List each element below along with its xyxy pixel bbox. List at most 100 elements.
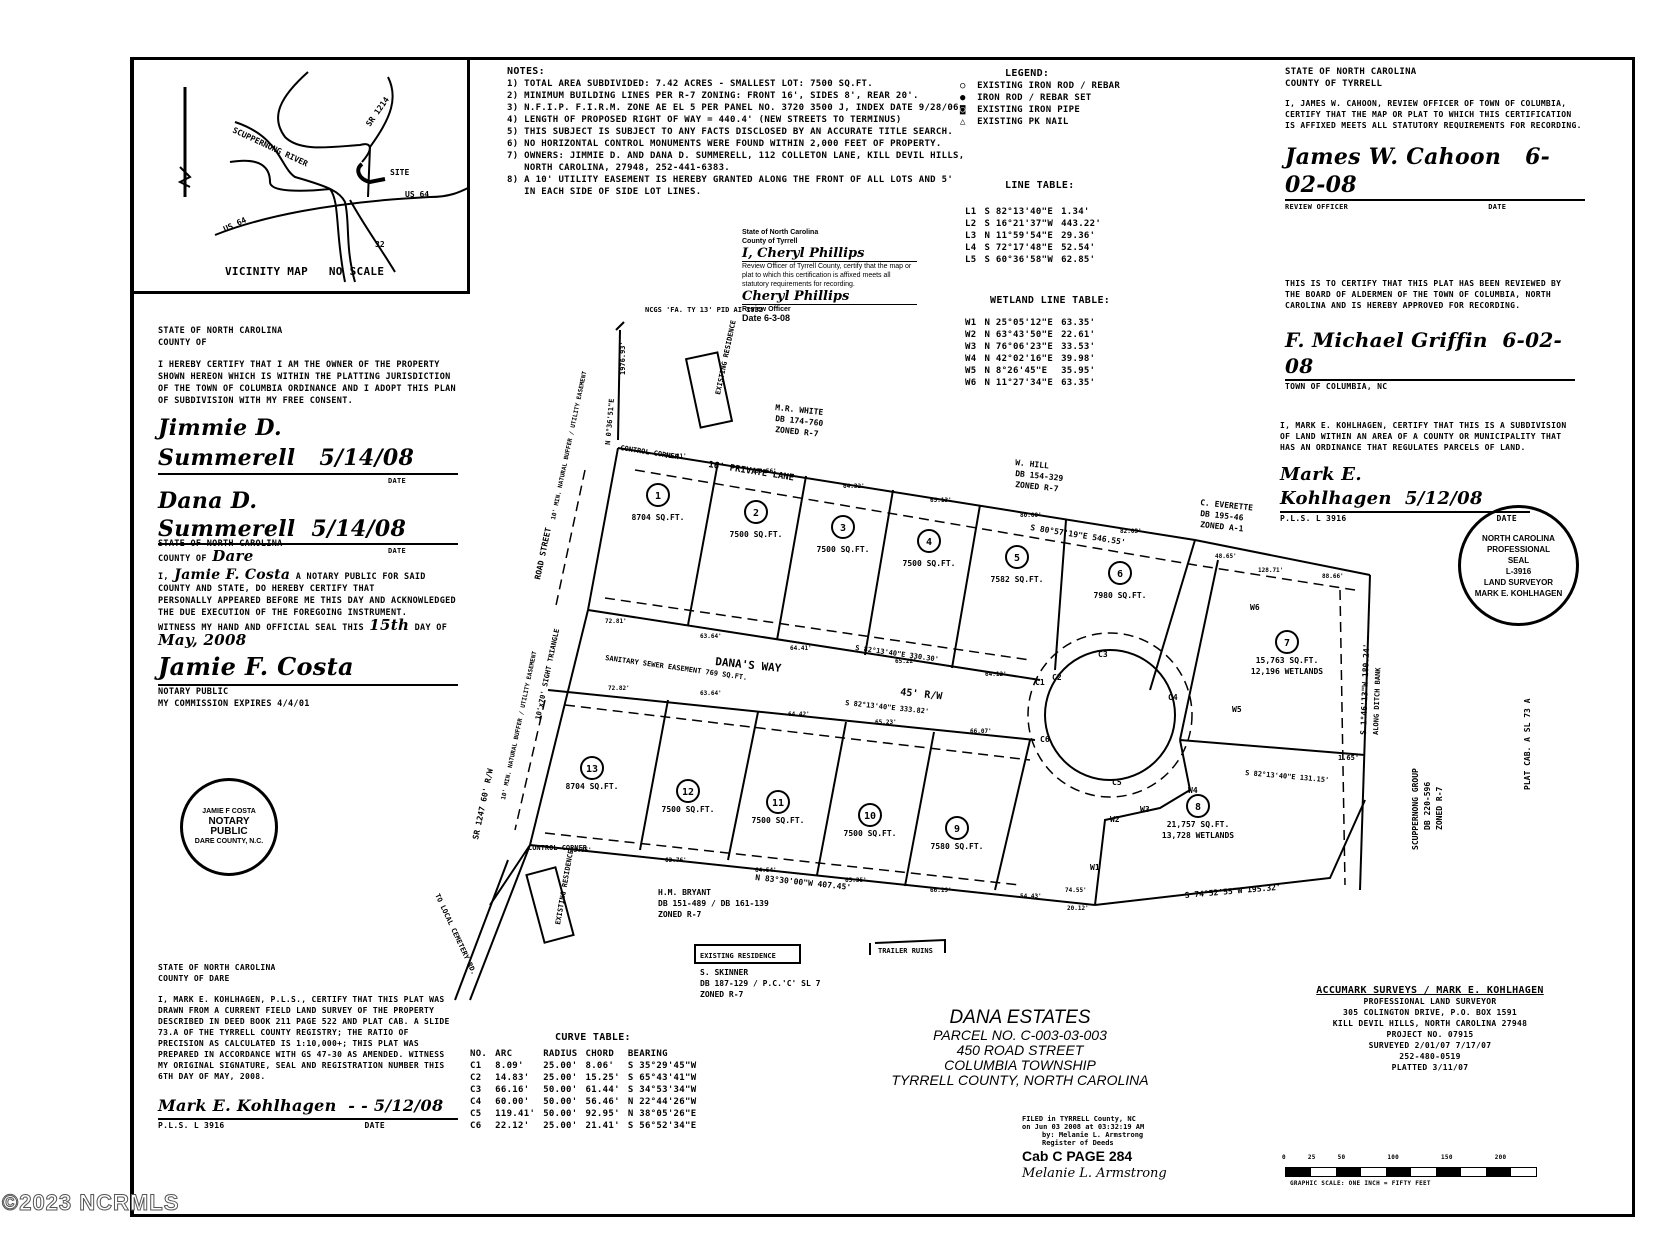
lot-area: 7500 SQ.FT. xyxy=(730,530,783,539)
curve-table-heading: CURVE TABLE: xyxy=(555,1032,631,1043)
svg-text:65.35': 65.35' xyxy=(845,877,867,884)
svg-text:63.56': 63.56' xyxy=(755,468,777,475)
note-item: IN EACH SIDE OF SIDE LOT LINES. xyxy=(507,187,702,197)
review-officer-stamp: State of North Carolina County of Tyrrel… xyxy=(742,228,917,323)
notes-heading: NOTES: xyxy=(507,66,545,77)
svg-text:64.12': 64.12' xyxy=(985,671,1007,678)
surveyor-subdivision-cert: I, MARK E. KOHLHAGEN, CERTIFY THAT THIS … xyxy=(1280,421,1567,523)
structure-label: EXISTING RESIDENCE xyxy=(554,849,575,925)
notary-seal: JAMIE F COSTA NOTARY PUBLIC DARE COUNTY,… xyxy=(180,778,278,876)
svg-text:64.42': 64.42' xyxy=(788,711,810,718)
east-line-note: ALONG DITCH BANK xyxy=(1372,667,1382,735)
notary-signature: Jamie F. Costa xyxy=(158,650,458,686)
svg-text:72.81': 72.81' xyxy=(665,453,687,460)
legend-item: ● IRON ROD / REBAR SET xyxy=(960,93,1092,103)
tie-point-label: NCGS 'FA. TY 13' PID AI 1832 xyxy=(645,306,763,314)
buffer-label: 10' MIN. NATURAL BUFFER / UTILITY EASEME… xyxy=(550,370,588,520)
owner-cert: STATE OF NORTH CAROLINA COUNTY OF I HERE… xyxy=(158,325,458,557)
svg-text:63.64': 63.64' xyxy=(700,633,722,640)
vicinity-map: SCUPPERNONG RIVER SR 1214 SITE US 64 US … xyxy=(130,57,471,294)
lot-area: 8704 SQ.FT. xyxy=(632,513,685,522)
wetland-table-heading: WETLAND LINE TABLE: xyxy=(990,295,1111,306)
sr-label: SR 1247 60' R/W xyxy=(471,768,495,841)
surveyor-signature: Mark E. Kohlhagen 5/12/08 xyxy=(1280,463,1530,513)
svg-text:64.32': 64.32' xyxy=(843,483,865,490)
svg-text:74.55': 74.55' xyxy=(1065,887,1087,894)
plat-title: DANA ESTATES xyxy=(949,1007,1091,1028)
svg-text:US 64: US 64 xyxy=(405,190,429,199)
curve-label: C5 xyxy=(1112,778,1122,787)
iron-rod-open-icon: ○ xyxy=(960,81,966,91)
road-street-label: ROAD STREET xyxy=(533,527,553,581)
note-item: NORTH CAROLINA, 27948, 252-441-6383. xyxy=(507,163,731,173)
lot-number: 6 xyxy=(1117,569,1123,580)
lot-number: 8 xyxy=(1195,802,1201,813)
lot-number: 9 xyxy=(954,824,960,835)
graphic-scale: 0 25 50 100 150 200 xyxy=(1282,1154,1507,1161)
svg-text:ZONED R-7: ZONED R-7 xyxy=(1435,786,1444,830)
cemetery-road-label: TO LOCAL CEMETERY RD. xyxy=(433,892,478,976)
graphic-scale-label: GRAPHIC SCALE: ONE INCH = FIFTY FEET xyxy=(1290,1180,1431,1187)
owner-signature-2: Dana D. Summerell 5/14/08 xyxy=(158,487,458,545)
svg-text:80.00': 80.00' xyxy=(1020,512,1042,519)
tyrrell-review-cert: STATE OF NORTH CAROLINA COUNTY OF TYRREL… xyxy=(1285,66,1585,213)
structure-label: EXISTING RESIDENCE xyxy=(700,952,776,960)
notary-cert: STATE OF NORTH CAROLINA COUNTY OF Dare I… xyxy=(158,538,458,710)
iron-pipe-icon: ◙ xyxy=(960,105,966,115)
svg-text:88.66': 88.66' xyxy=(1322,573,1344,580)
svg-text:128.71': 128.71' xyxy=(1258,567,1283,574)
lot-area: 7582 SQ.FT. xyxy=(991,575,1044,584)
wetland-label: W2 xyxy=(1110,815,1120,824)
lot-number: 1 xyxy=(655,491,661,502)
tie-distance: 1976.93' xyxy=(619,341,627,375)
surveyor-dare-cert: STATE OF NORTH CAROLINA COUNTY OF DARE I… xyxy=(158,962,458,1131)
svg-text:48.65': 48.65' xyxy=(1215,553,1237,560)
curve-label: C1 xyxy=(1035,678,1045,687)
lot-area: 7500 SQ.FT. xyxy=(817,545,870,554)
wetland-label: W6 xyxy=(1250,603,1260,612)
legend-item: ◙ EXISTING IRON PIPE xyxy=(960,105,1081,115)
wetland-label: W1 xyxy=(1090,863,1100,872)
svg-text:63.64': 63.64' xyxy=(700,690,722,697)
town-signature: F. Michael Griffin 6-02-08 xyxy=(1285,327,1575,381)
tyrrell-signature: James W. Cahoon 6-02-08 xyxy=(1285,143,1585,201)
adjoiner-name: S. SKINNER xyxy=(700,968,748,977)
legend-heading: LEGEND: xyxy=(1005,68,1050,79)
lot-area: 7580 SQ.FT. xyxy=(931,842,984,851)
private-lane-label: 16' PRIVATE LANE xyxy=(708,460,795,483)
svg-text:64.41': 64.41' xyxy=(790,645,812,652)
svg-text:63.76': 63.76' xyxy=(665,857,687,864)
lot-area: 7500 SQ.FT. xyxy=(752,816,805,825)
note-item: 6) NO HORIZONTAL CONTROL MONUMENTS WERE … xyxy=(507,139,942,149)
surveyor-seal: NORTH CAROLINA PROFESSIONAL SEAL L-3916 … xyxy=(1458,505,1579,626)
svg-text:DB 220-596: DB 220-596 xyxy=(1423,782,1432,830)
lot-number: 11 xyxy=(772,798,784,809)
plat-sheet xyxy=(130,57,1635,1217)
svg-text:82.03': 82.03' xyxy=(1120,528,1142,535)
notes-block: NOTES: 1) TOTAL AREA SUBDIVIDED: 7.42 AC… xyxy=(507,66,964,198)
iron-rod-set-icon: ● xyxy=(960,93,966,103)
lot-area: 7500 SQ.FT. xyxy=(903,559,956,568)
south-line-bearing: N 83°30'00"W 407.45' xyxy=(755,873,852,892)
lot-number: 3 xyxy=(840,523,846,534)
watermark: ©2023 NCRMLS xyxy=(1,1190,180,1216)
svg-text:32: 32 xyxy=(375,240,385,249)
wetland-label: W4 xyxy=(1188,786,1198,795)
lot-number: 13 xyxy=(586,764,598,775)
